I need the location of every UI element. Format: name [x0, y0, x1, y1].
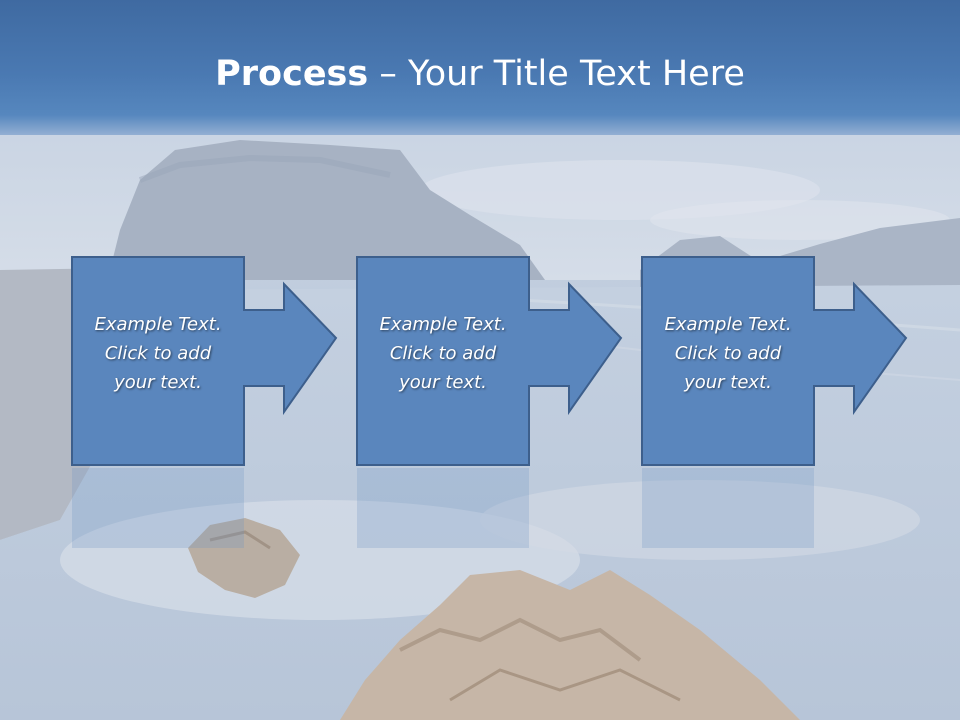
step-text-line: Example Text.: [664, 314, 792, 335]
step-text-line: Click to add: [674, 343, 782, 364]
step-text-line: your text.: [684, 372, 772, 393]
step-text-line: your text.: [399, 372, 487, 393]
title-bold-part: Process: [215, 54, 369, 94]
step-text-line: Click to add: [389, 343, 497, 364]
step-text-line: Click to add: [104, 343, 212, 364]
step-text-line: Example Text.: [379, 314, 507, 335]
title-bar: [0, 0, 960, 135]
arrow-shape: [71, 256, 338, 466]
arrow-shape: [356, 256, 623, 466]
step-text-line: Example Text.: [94, 314, 222, 335]
step-text: Example Text. Click to add your text.: [358, 310, 528, 397]
process-step-3[interactable]: Example Text. Click to add your text.: [641, 256, 911, 468]
step-text: Example Text. Click to add your text.: [643, 310, 813, 397]
process-step-1[interactable]: Example Text. Click to add your text.: [71, 256, 341, 468]
step-text: Example Text. Click to add your text.: [73, 310, 243, 397]
arrow-shape: [641, 256, 908, 466]
slide-title[interactable]: Process – Your Title Text Here: [0, 52, 960, 96]
process-step-2[interactable]: Example Text. Click to add your text.: [356, 256, 626, 468]
step-text-line: your text.: [114, 372, 202, 393]
title-rest-part: – Your Title Text Here: [368, 54, 745, 94]
